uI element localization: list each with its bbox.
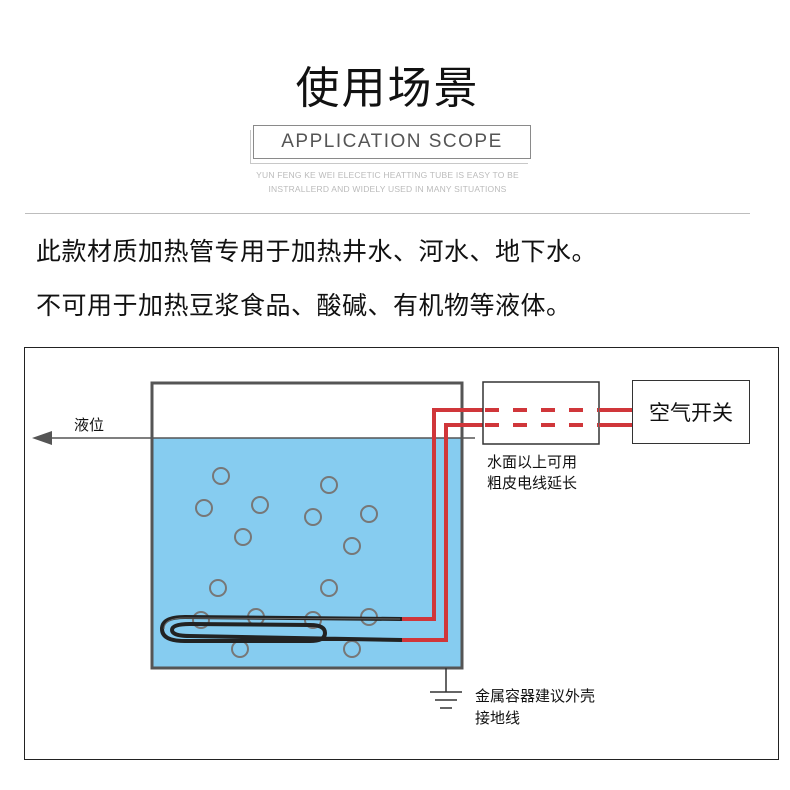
- bubble: [234, 528, 252, 546]
- air-switch-box: 空气开关: [632, 380, 750, 444]
- heating-tube: [160, 615, 403, 643]
- ground-icon: [430, 668, 462, 709]
- scope-label: APPLICATION SCOPE: [281, 131, 503, 152]
- power-wire-a: [402, 408, 484, 621]
- bubble: [343, 537, 361, 555]
- bubble: [212, 467, 230, 485]
- tagline-line2: INSTRALLERD AND WIDELY USED IN MANY SITU…: [268, 184, 507, 194]
- scope-banner-shadow: [250, 130, 528, 164]
- liquid-level-arrow-icon: [32, 431, 52, 445]
- air-switch-label: 空气开关: [649, 401, 733, 425]
- cable-note-line2: 粗皮电线延长: [487, 474, 578, 492]
- cable-extension-box: [482, 381, 600, 445]
- cable-note-line1: 水面以上可用: [487, 453, 578, 471]
- description-line2: 不可用于加热豆浆食品、酸碱、有机物等液体。: [36, 291, 572, 320]
- tank-outline: [150, 381, 464, 670]
- power-wires: [402, 408, 484, 642]
- bubble: [304, 508, 322, 526]
- water-body: [152, 438, 462, 668]
- bubble: [360, 505, 378, 523]
- ground-note-line1: 金属容器建议外壳: [475, 687, 596, 705]
- ground-note-line2: 接地线: [475, 709, 521, 727]
- switch-wires: [599, 408, 633, 427]
- heating-tube-highlight: [163, 617, 401, 630]
- bubble: [192, 611, 210, 629]
- page-title: 使用场景: [295, 63, 480, 114]
- bubble: [209, 579, 227, 597]
- description-line1: 此款材质加热管专用于加热井水、河水、地下水。: [36, 237, 598, 266]
- bubble: [320, 476, 338, 494]
- power-wire-b: [402, 423, 484, 642]
- bubble: [251, 496, 269, 514]
- header-divider: [25, 213, 750, 214]
- scope-banner: APPLICATION SCOPE: [250, 125, 531, 164]
- extension-wires-dashed: [485, 408, 598, 427]
- liquid-level-label: 液位: [74, 416, 105, 434]
- bubble: [320, 579, 338, 597]
- bubble: [195, 499, 213, 517]
- tagline-line1: YUN FENG KE WEI ELECETIC HEATTING TUBE I…: [256, 170, 519, 180]
